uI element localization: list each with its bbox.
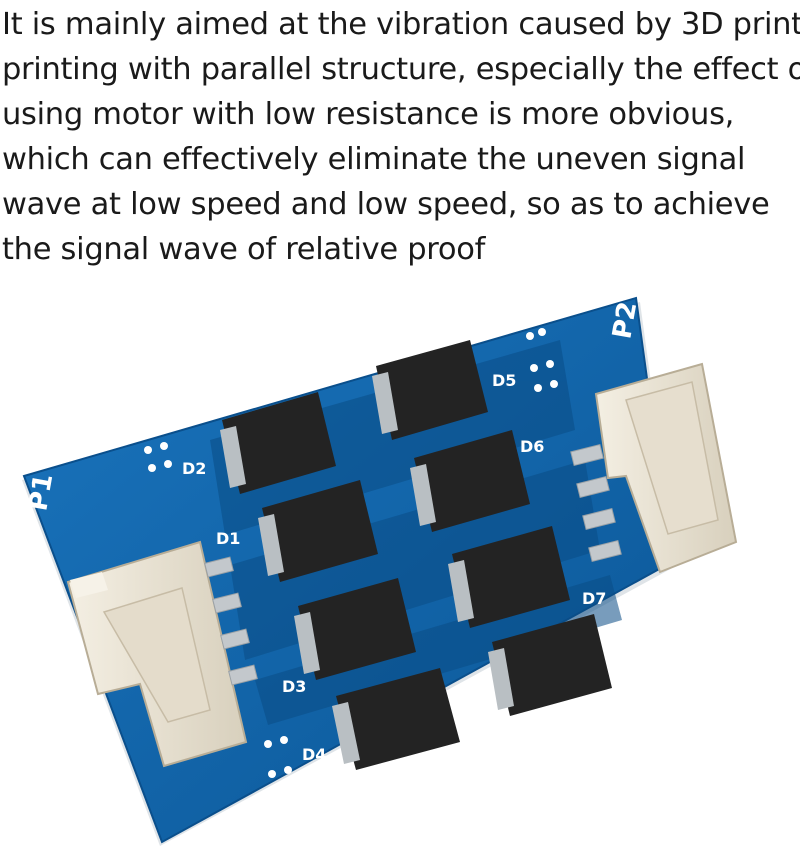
description-line-1: It is mainly aimed at the vibration caus… xyxy=(2,7,800,42)
label-d3: D3 xyxy=(282,677,306,696)
diode-d7 xyxy=(448,526,570,628)
diode-d1 xyxy=(258,480,378,582)
label-p1: P1 xyxy=(23,471,59,513)
diode-d5 xyxy=(372,340,488,440)
description-line-2: printing with parallel structure, especi… xyxy=(2,52,800,87)
description-line-4: which can effectively eliminate the unev… xyxy=(2,142,746,177)
label-d1: D1 xyxy=(216,529,240,548)
diode-d4 xyxy=(332,668,460,770)
silkscreen-dots xyxy=(144,328,664,804)
label-d4: D4 xyxy=(302,745,326,764)
diode-d3 xyxy=(294,578,416,680)
label-d5: D5 xyxy=(492,371,516,390)
label-d8: D8 xyxy=(612,655,636,674)
label-d6: D6 xyxy=(520,437,544,456)
diode-d2 xyxy=(220,392,336,494)
description-line-3: using motor with low resistance is more … xyxy=(2,97,735,132)
diode-d8 xyxy=(488,614,612,716)
label-d7: D7 xyxy=(582,589,606,608)
label-d2: D2 xyxy=(182,459,206,478)
description-line-5: wave at low speed and low speed, so as t… xyxy=(2,187,770,222)
pcb-board-photo: P1 P2 D1 D2 D3 D4 D5 D6 D7 D8 xyxy=(22,296,738,846)
description-line-6: the signal wave of relative proof xyxy=(2,232,486,267)
diode-d6 xyxy=(410,430,530,532)
p1-connector xyxy=(66,540,258,768)
p2-connector xyxy=(570,362,738,574)
product-description: It is mainly aimed at the vibration caus… xyxy=(2,2,800,272)
label-p2: P2 xyxy=(607,299,643,341)
